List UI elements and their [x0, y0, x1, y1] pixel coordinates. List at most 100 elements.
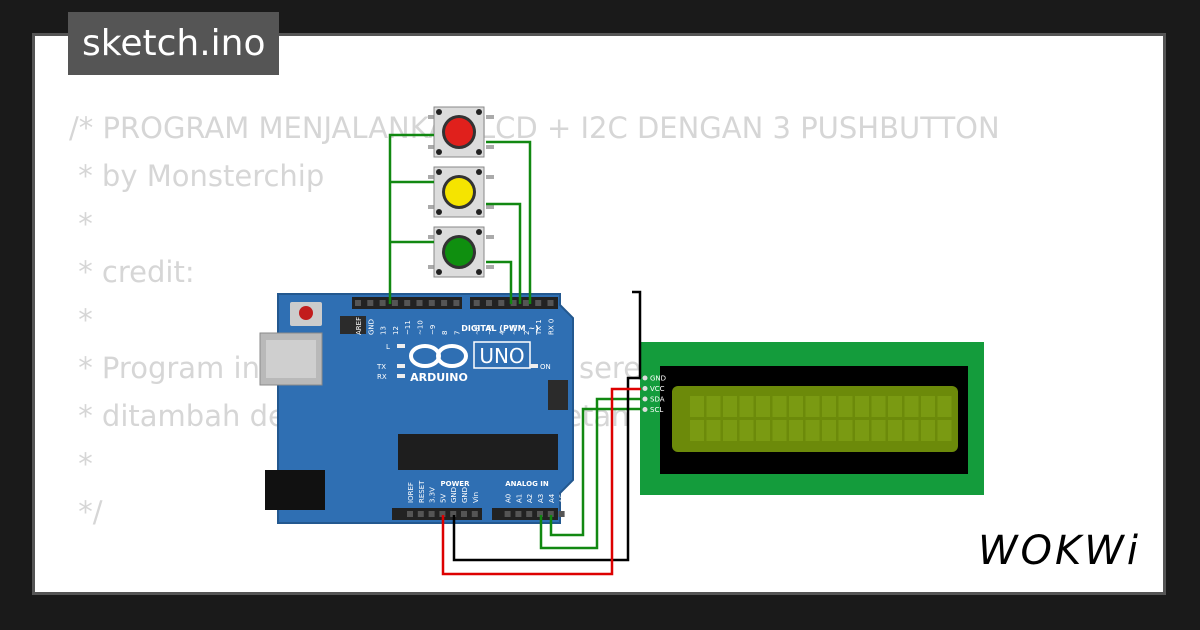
lcd-char-cell	[921, 396, 935, 417]
header-pin[interactable]	[504, 511, 511, 517]
led-on-label: ON	[540, 363, 551, 371]
pin-label: 12	[392, 326, 400, 335]
header-pin[interactable]	[355, 300, 361, 306]
header-pin[interactable]	[407, 511, 413, 517]
pin-label: GND	[450, 487, 458, 503]
digital-header-label: DIGITAL (PWM ~)	[461, 324, 539, 333]
pin-label: RESET	[418, 480, 426, 503]
pin-label: ~11	[404, 320, 412, 335]
lcd-pin[interactable]	[642, 375, 648, 381]
lcd-char-cell	[739, 420, 754, 441]
lcd-pin-label: SCL	[650, 406, 663, 414]
lcd-char-cell	[690, 420, 704, 441]
header-pin[interactable]	[522, 300, 529, 306]
header-pin[interactable]	[510, 300, 517, 306]
lcd-char-cell	[789, 420, 803, 441]
lcd-char-cell	[772, 420, 787, 441]
lcd-char-cell	[690, 396, 704, 417]
pin-label: 2	[523, 331, 531, 335]
lcd-char-cell	[756, 396, 770, 417]
pushbutton-green[interactable]	[428, 226, 494, 278]
lcd-pin[interactable]	[642, 407, 648, 412]
pin-label: ~10	[417, 320, 425, 335]
lcd-pin[interactable]	[642, 396, 648, 402]
header-pin[interactable]	[417, 511, 424, 517]
code-line: *	[69, 207, 93, 241]
led-rx-label: RX	[377, 373, 387, 381]
button-cap[interactable]	[445, 238, 473, 266]
lcd-char-cell	[822, 396, 836, 417]
lcd-pin-label: GND	[650, 375, 666, 383]
header-pin[interactable]	[404, 300, 411, 306]
header-pin[interactable]	[428, 300, 435, 306]
pin-label: 4	[498, 330, 506, 335]
pin-label: AREF	[355, 317, 363, 335]
pin-label: A5	[559, 494, 567, 503]
lcd-char-cell	[855, 420, 869, 441]
lcd-pin-label: VCC	[650, 385, 665, 393]
pushbutton-red[interactable]	[428, 106, 494, 158]
lcd-char-cell	[739, 396, 754, 417]
header-pin[interactable]	[471, 511, 478, 517]
pin-label: A1	[515, 494, 523, 503]
board-model: UNO	[479, 344, 524, 368]
lcd-char-cell	[805, 396, 820, 417]
pin-label: 5V	[439, 494, 447, 503]
lcd-char-cell	[789, 396, 803, 417]
lcd-char-cell	[871, 420, 886, 441]
lcd-char-cell	[838, 396, 853, 417]
header-pin[interactable]	[461, 511, 467, 517]
pin-label: TX 1	[535, 319, 543, 336]
lcd-char-cell	[937, 396, 952, 417]
lcd-char-cell	[756, 420, 770, 441]
pin-label: ~9	[429, 325, 437, 335]
lcd-char-cell	[937, 420, 952, 441]
button-cap[interactable]	[445, 118, 473, 146]
analog-header-label: ANALOG IN	[505, 480, 549, 488]
pin-label: 7	[453, 331, 461, 335]
header-pin[interactable]	[367, 300, 374, 306]
header-pin[interactable]	[428, 511, 435, 517]
lcd-char-cell	[706, 420, 721, 441]
code-line: #include <LiquidCrystal_I2C.h>	[69, 584, 1000, 592]
code-line: * by Monsterchip	[69, 159, 325, 193]
lcd-char-cell	[723, 420, 737, 441]
header-pin[interactable]	[526, 511, 533, 517]
header-pin[interactable]	[450, 511, 457, 517]
lcd-char-cell	[921, 420, 935, 441]
header-pin[interactable]	[515, 511, 522, 517]
pin-label: 13	[380, 326, 388, 335]
pin-label: A3	[537, 494, 545, 503]
led-l-label: L	[386, 343, 390, 351]
board-brand: ARDUINO	[410, 371, 468, 384]
header-pin[interactable]	[498, 300, 505, 306]
wokwi-logo: WOKWi	[978, 528, 1141, 574]
header-pin[interactable]	[379, 300, 386, 306]
lcd-pin[interactable]	[642, 386, 648, 391]
lcd-char-cell	[805, 420, 820, 441]
header-pin[interactable]	[535, 300, 542, 306]
lcd-char-cell	[706, 396, 721, 417]
pin-label: A2	[526, 494, 534, 503]
header-pin[interactable]	[473, 300, 480, 306]
header-pin[interactable]	[558, 511, 565, 517]
header-pin[interactable]	[537, 511, 543, 517]
header-pin[interactable]	[391, 300, 398, 306]
header-pin[interactable]	[547, 511, 554, 517]
header-pin[interactable]	[453, 300, 460, 306]
header-pin[interactable]	[439, 511, 446, 517]
arduino-logo-icon	[409, 344, 468, 368]
pin-label: 3.3V	[429, 487, 437, 503]
lcd-char-cell	[723, 396, 737, 417]
arduino-uno-board[interactable]: UNO ARDUINO DIGITAL (PWM ~) POWER ANALOG…	[259, 293, 574, 524]
button-cap[interactable]	[445, 178, 473, 206]
header-pin[interactable]	[416, 300, 423, 306]
pushbutton-yellow[interactable]	[428, 166, 494, 218]
header-pin[interactable]	[547, 300, 554, 306]
code-line: *	[69, 303, 93, 337]
header-pin[interactable]	[486, 300, 492, 306]
header-pin[interactable]	[441, 300, 448, 306]
file-tab[interactable]: sketch.ino	[68, 12, 280, 75]
